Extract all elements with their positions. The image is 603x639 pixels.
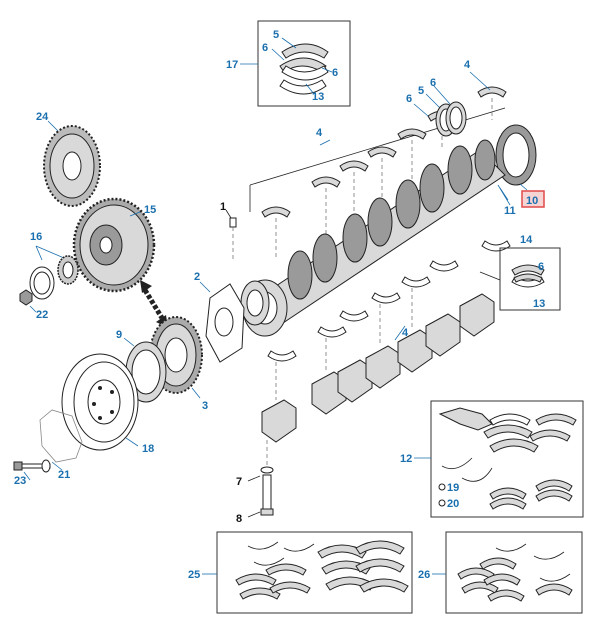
callout-6-inset14-right: 6 — [538, 261, 544, 273]
callout-12: 12 — [400, 453, 412, 465]
callout-13-inset: 13 — [312, 91, 324, 103]
main-cap-bolt — [247, 440, 274, 518]
bearing-shell-group — [279, 43, 329, 95]
inset-box-25 — [202, 531, 413, 614]
callout-18: 18 — [142, 443, 154, 455]
highlight-box-10[interactable] — [521, 190, 545, 208]
callout-4-lower: 4 — [402, 327, 409, 339]
callout-2: 2 — [194, 271, 200, 283]
callout-8: 8 — [236, 513, 242, 525]
callout-13-inset14: 13 — [533, 298, 545, 310]
crank-webs — [287, 139, 496, 300]
double-arrow — [140, 280, 168, 328]
gear-15 — [72, 197, 156, 293]
front-plate — [199, 281, 245, 363]
damper-pulley — [61, 353, 139, 451]
dowel-pin — [225, 209, 237, 262]
thrust-washer-group — [435, 101, 467, 137]
callout-4-top-right: 4 — [464, 59, 471, 71]
rear-seal — [495, 124, 537, 201]
callout-6-inset-right: 6 — [332, 67, 338, 79]
callout-9: 9 — [116, 329, 122, 341]
bearing-set-16 — [19, 245, 79, 313]
callout-24: 24 — [36, 111, 49, 123]
callout-6-inset-left: 6 — [262, 42, 268, 54]
callout-5-upper: 5 — [418, 85, 424, 97]
crankshaft — [240, 139, 511, 337]
pulley-bolt — [13, 459, 51, 481]
callout-25: 25 — [188, 569, 200, 581]
inset-box-14 — [479, 247, 561, 311]
callout-6-upper-a: 6 — [406, 93, 412, 105]
callout-14: 14 — [520, 234, 533, 246]
callout-11: 11 — [504, 205, 516, 217]
callout-5-inset: 5 — [273, 29, 279, 41]
inset-box-17 — [240, 20, 351, 107]
callout-15: 15 — [144, 204, 156, 216]
callout-3: 3 — [202, 400, 208, 412]
callout-16: 16 — [30, 231, 42, 243]
washer-plate-21 — [39, 409, 83, 471]
callout-4-upper: 4 — [316, 127, 323, 139]
callout-17: 17 — [226, 59, 238, 71]
callout-10[interactable]: 10 — [526, 195, 538, 207]
inset-box-26 — [432, 531, 583, 614]
callout-6-upper-b: 6 — [430, 77, 436, 89]
callout-22: 22 — [36, 309, 48, 321]
callout-20: 20 — [447, 498, 459, 510]
callout-23: 23 — [14, 475, 26, 487]
gear-24 — [43, 120, 101, 207]
crankshaft-gear — [240, 280, 270, 326]
inset-box-12 — [414, 400, 584, 518]
callout-19: 19 — [447, 482, 459, 494]
callout-26: 26 — [418, 569, 430, 581]
main-bearing-caps — [261, 288, 495, 443]
callout-7: 7 — [236, 476, 242, 488]
lower-bearing-row — [267, 240, 511, 362]
callout-21: 21 — [58, 469, 70, 481]
callout-1: 1 — [220, 201, 226, 213]
